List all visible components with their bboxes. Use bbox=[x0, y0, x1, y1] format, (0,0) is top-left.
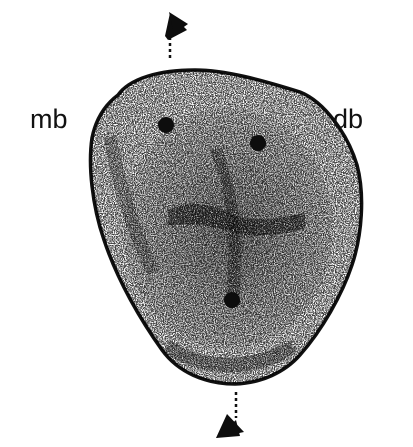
cusp-tip-lingual bbox=[224, 292, 240, 308]
cusp-tip-mesiobuccal bbox=[158, 117, 174, 133]
up-arrow-icon bbox=[165, 12, 188, 58]
cusp-tip-distobuccal bbox=[250, 135, 266, 151]
label-distobuccal: db bbox=[333, 106, 363, 133]
label-mesiobuccal: mb bbox=[30, 106, 68, 133]
down-arrow-icon bbox=[216, 392, 244, 438]
